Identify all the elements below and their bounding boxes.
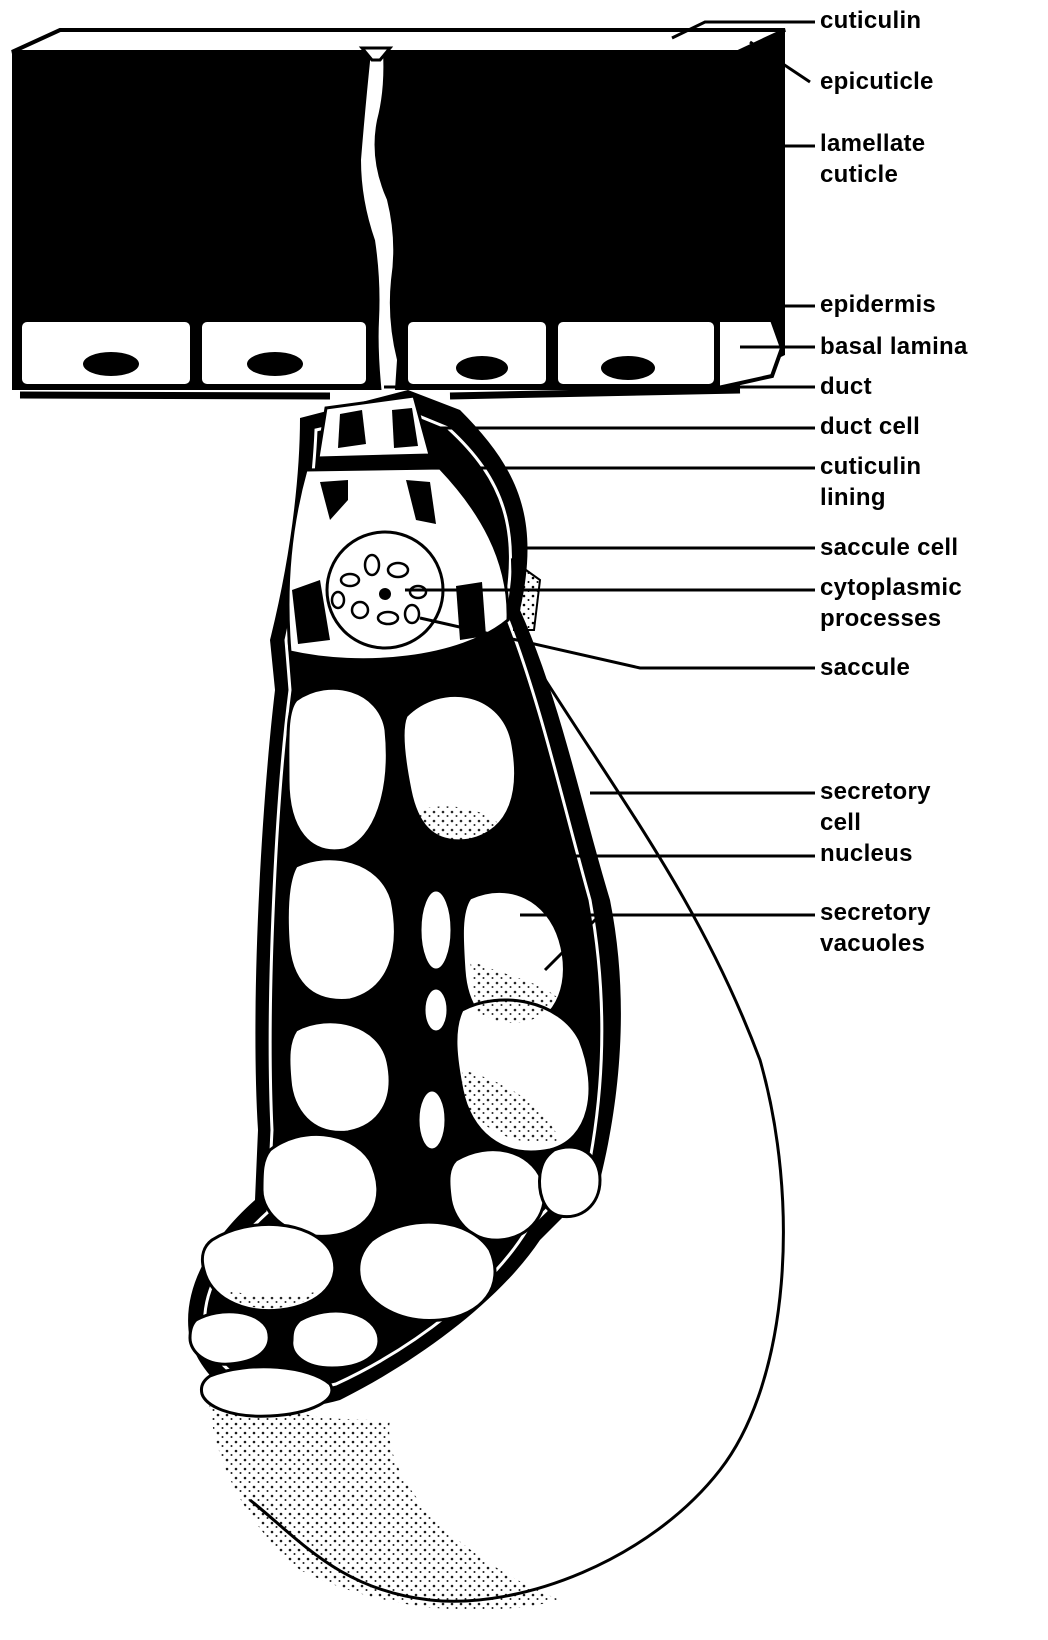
label-cuticulin: cuticulin	[820, 5, 921, 36]
label-cytoplasmic-processes: cytoplasmic processes	[820, 572, 962, 634]
label-cuticulin-lining: cuticulin lining	[820, 451, 921, 513]
label-secretory-vacuoles: secretory vacuoles	[820, 897, 931, 959]
label-saccule: saccule	[820, 652, 910, 683]
label-lamellate-cuticle: lamellate cuticle	[820, 128, 925, 190]
label-duct-cell: duct cell	[820, 411, 920, 442]
label-epicuticle: epicuticle	[820, 66, 934, 97]
label-duct: duct	[820, 371, 872, 402]
label-basal-lamina: basal lamina	[820, 331, 968, 362]
label-epidermis: epidermis	[820, 289, 936, 320]
label-saccule-cell: saccule cell	[820, 532, 958, 563]
label-secretory-cell-nucleus: secretory cell nucleus	[820, 776, 931, 869]
